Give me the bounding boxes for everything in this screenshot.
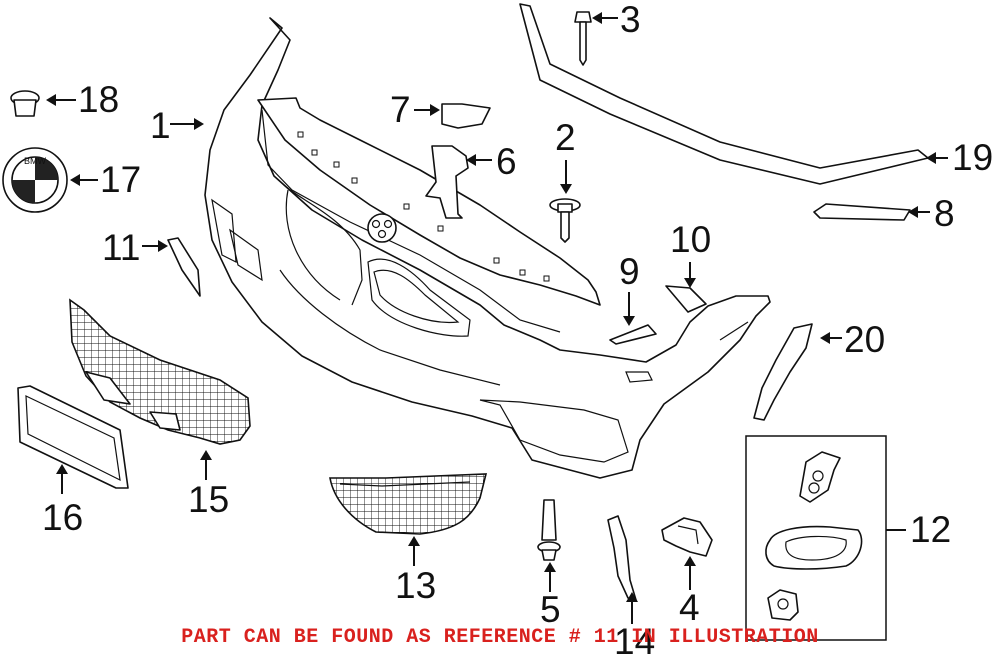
grille-15	[69, 298, 251, 445]
callout-4: 4	[679, 587, 700, 628]
emblem-text: BMW	[24, 156, 47, 166]
screw-3	[574, 11, 592, 66]
callout-11: 11	[102, 227, 140, 268]
parts-group-12	[745, 435, 887, 641]
callout-12: 12	[910, 509, 951, 550]
trim-8	[813, 203, 911, 221]
plug-18	[10, 90, 40, 117]
callout-13: 13	[395, 565, 436, 606]
callout-15: 15	[188, 479, 229, 520]
callout-7: 7	[390, 89, 411, 130]
callout-numbers: 1 2 3 4 5 6 7 8 9 10 11 12 13 14 15 16 1…	[42, 0, 993, 658]
callout-14: 14	[614, 621, 655, 658]
callout-8: 8	[934, 193, 955, 234]
callout-2: 2	[555, 117, 576, 158]
bracket-7	[441, 103, 491, 129]
bracket-6	[425, 145, 469, 219]
grille-13	[329, 473, 488, 535]
reference-note: PART CAN BE FOUND AS REFERENCE # 11 IN I…	[181, 626, 819, 649]
callout-6: 6	[496, 141, 517, 182]
trim-20	[753, 323, 813, 421]
clip-4	[661, 517, 713, 557]
emblem-17: BMW	[2, 147, 68, 213]
rivet-5	[537, 499, 561, 561]
plate-bracket-16	[17, 385, 129, 489]
callout-3: 3	[620, 0, 641, 40]
bolt-2	[549, 198, 581, 243]
trim-19	[519, 3, 929, 185]
callout-18: 18	[78, 79, 119, 120]
callout-1: 1	[150, 105, 171, 146]
leader-lines	[46, 12, 948, 624]
bumper-upper-bracket	[257, 97, 601, 306]
callout-10: 10	[670, 219, 711, 260]
callout-5: 5	[540, 589, 561, 630]
callout-16: 16	[42, 497, 83, 538]
callout-9: 9	[619, 251, 640, 292]
bracket-11	[167, 237, 201, 297]
callout-19: 19	[952, 137, 993, 178]
callout-17: 17	[100, 159, 141, 200]
cover-9	[609, 324, 657, 345]
strip-14	[607, 515, 637, 601]
bracket-10	[665, 285, 707, 313]
callout-20: 20	[844, 319, 885, 360]
